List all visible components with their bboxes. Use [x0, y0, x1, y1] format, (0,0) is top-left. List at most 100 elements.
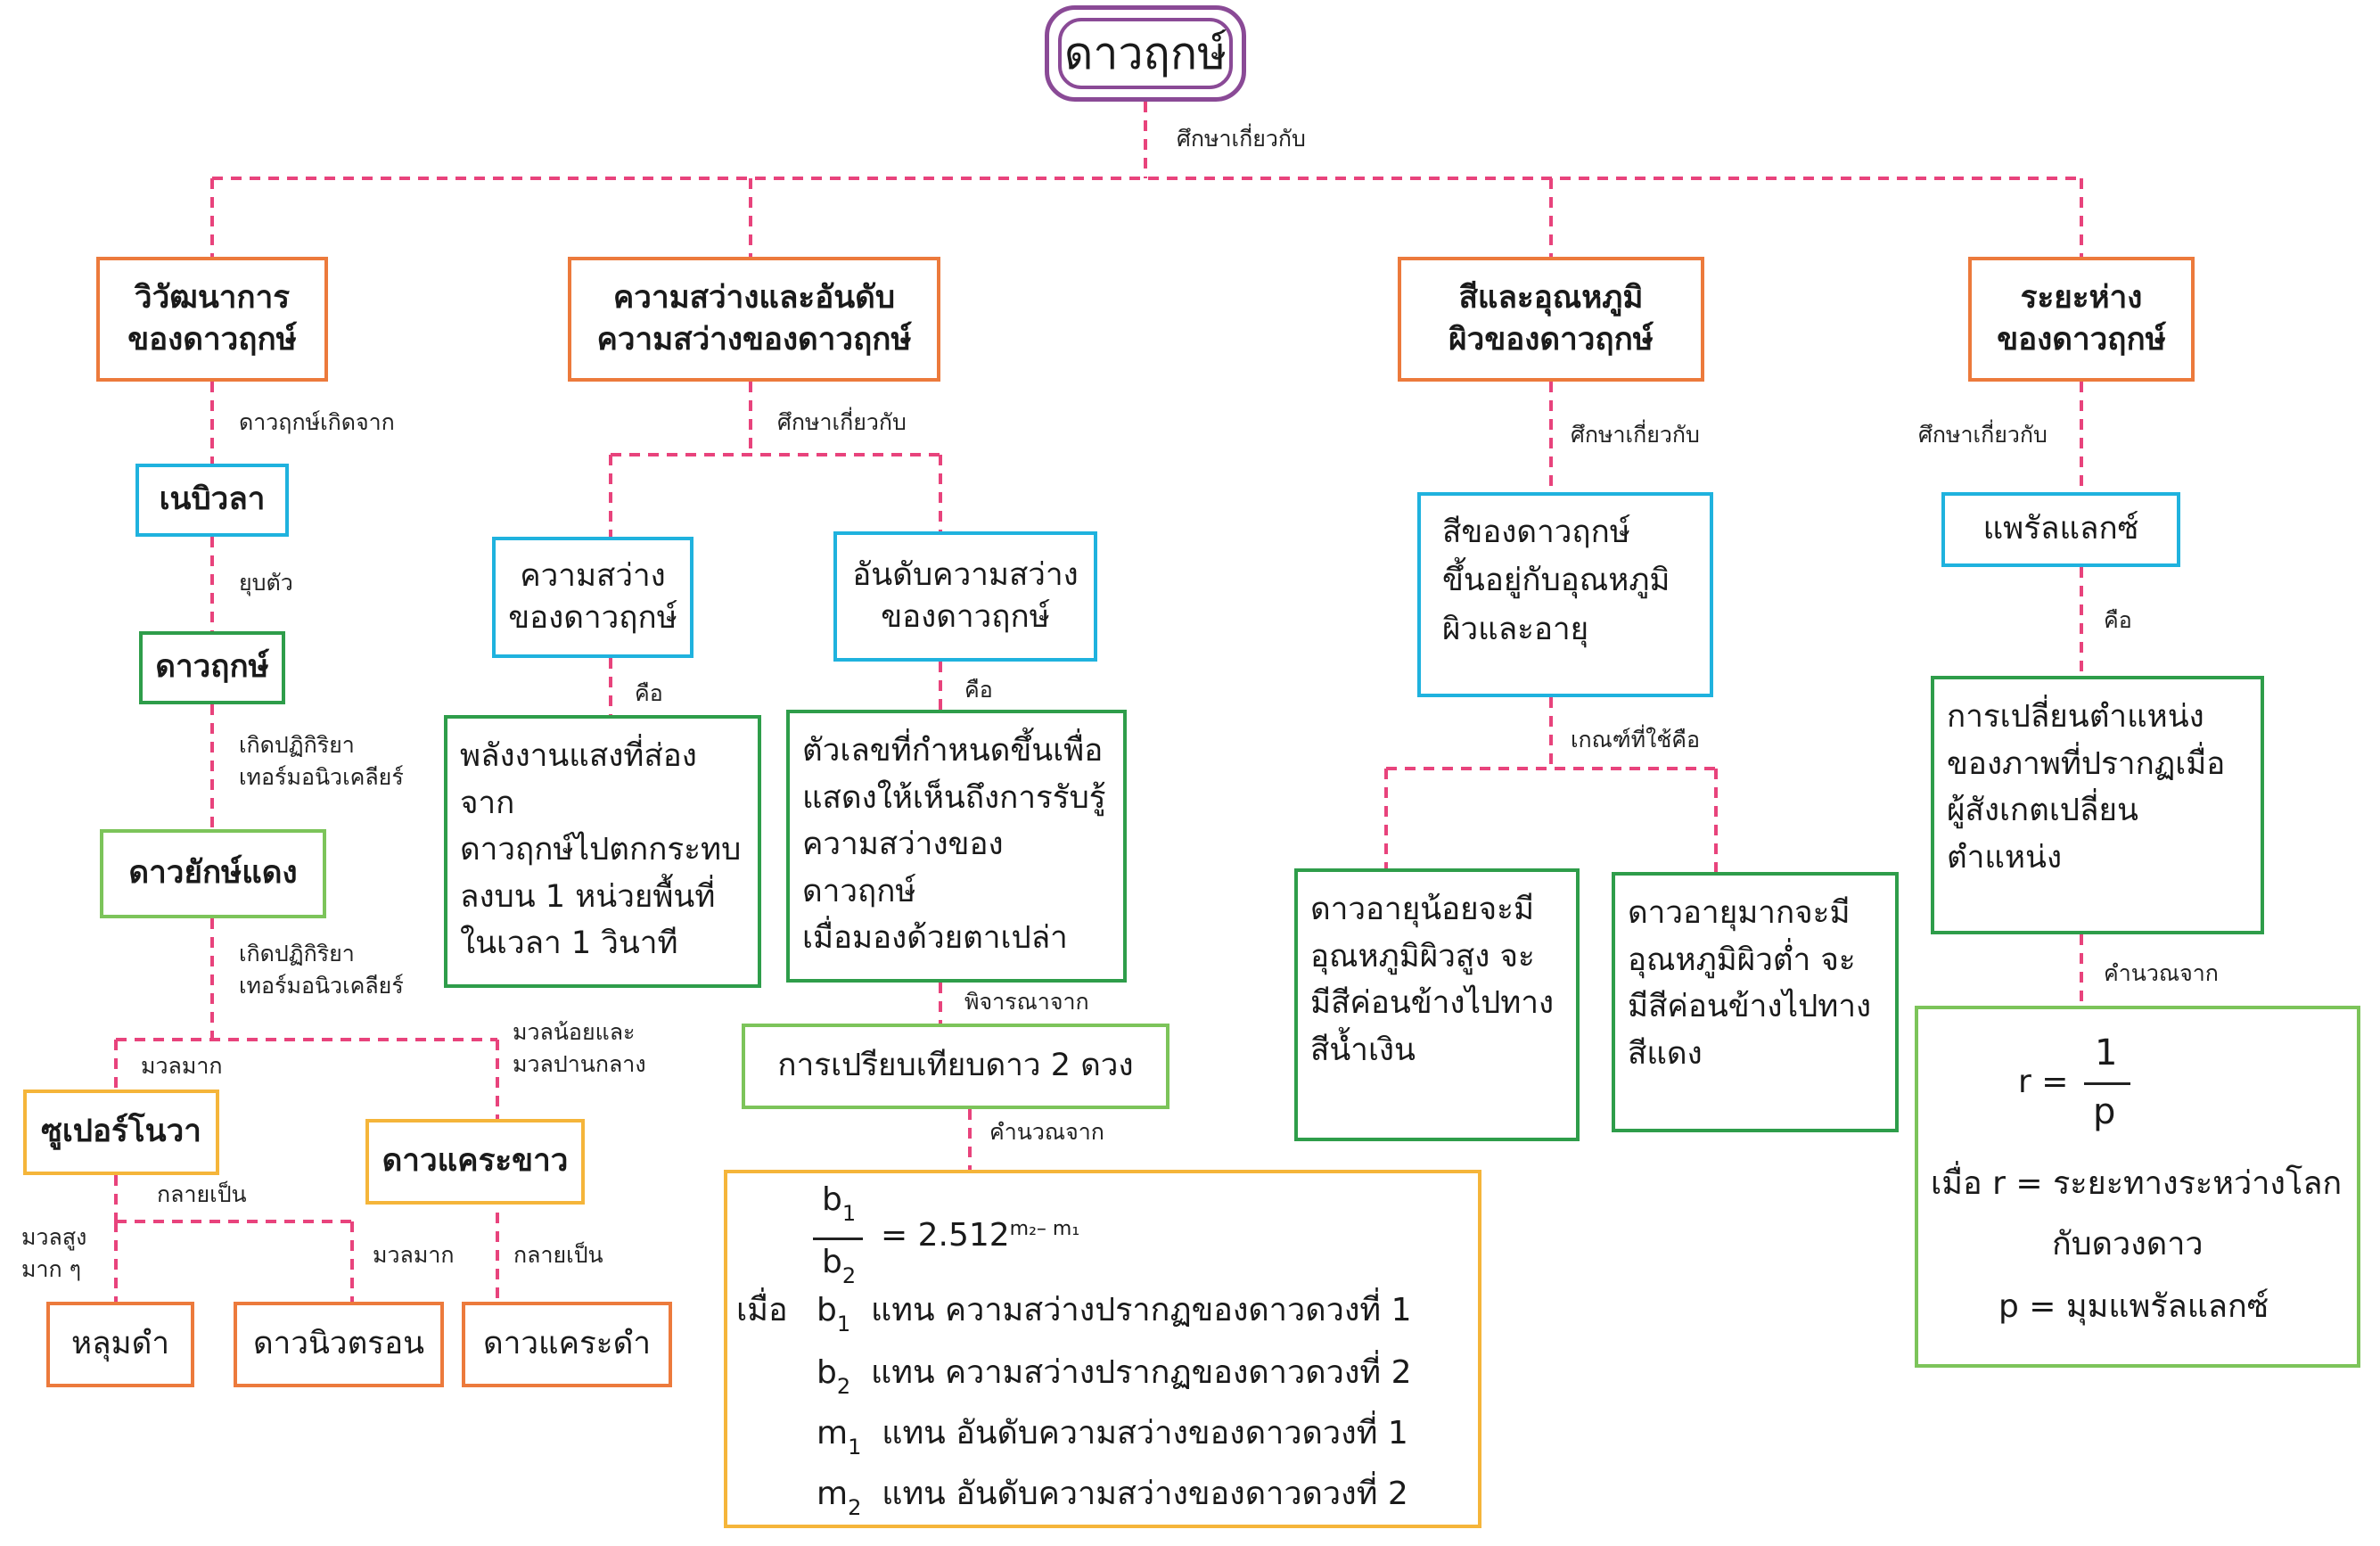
- distance-formula-denominator: p: [2093, 1091, 2116, 1132]
- link-low-mass: มวลน้อยและ มวลปานกลาง: [513, 1016, 646, 1081]
- link-high-mass: มวลมาก: [141, 1053, 223, 1079]
- brightness-header-line: ความสว่างและอันดับ: [612, 279, 896, 316]
- link-becomes-1: กลายเป็น: [157, 1181, 247, 1207]
- white-dwarf-label: ดาวแคระขาว: [382, 1143, 569, 1180]
- distance-link-study: ศึกษาเกี่ยวกับ: [1918, 422, 2048, 448]
- neutron-star-label: ดาวนิวตรอน: [252, 1326, 425, 1362]
- star-label: ดาวฤกษ์: [155, 649, 269, 686]
- old-star-line: มีสีค่อนข้างไปทาง: [1628, 989, 1872, 1024]
- compare-box: การเปรียบเทียบดาว 2 ดวง: [742, 1024, 1169, 1109]
- link-very-high-mass-line: มวลสูง: [21, 1224, 87, 1250]
- parallax-definition-line: ตำแหน่ง: [1947, 839, 2063, 876]
- brightness-box-line: ของดาวฤกษ์: [508, 600, 677, 636]
- color-header-line: ผิวของดาวฤกษ์: [1449, 322, 1654, 358]
- color-depends-box: สีของดาวฤกษ์ ขึ้นอยู่กับอุณหภูมิ ผิวและอ…: [1417, 492, 1713, 697]
- brightness-definition-line: ลงบน 1 หน่วยพื้นที่: [460, 878, 716, 915]
- black-hole-label: หลุมดำ: [71, 1326, 169, 1362]
- young-star-box: ดาวอายุน้อยจะมี อุณหภูมิผิวสูง จะ มีสีค่…: [1294, 868, 1580, 1141]
- parallax-definition-line: ผู้สังเกตเปลี่ยน: [1947, 793, 2138, 828]
- link-fusion-2-line: เทอร์มอนิวเคลียร์: [239, 973, 404, 999]
- distance-formula-line: เมื่อ r = ระยะทางระหว่างโลก: [1931, 1165, 2343, 1202]
- red-giant-label: ดาวยักษ์แดง: [128, 855, 298, 892]
- red-giant-box: ดาวยักษ์แดง: [100, 829, 326, 918]
- magnitude-definition-line: ความสว่างของดาวฤกษ์: [802, 826, 1004, 909]
- parallax-definition-line: ของภาพที่ปรากฏเมื่อ: [1947, 745, 2226, 782]
- brightness-box: ความสว่าง ของดาวฤกษ์: [492, 537, 693, 658]
- color-depends-line: ผิวและอายุ: [1442, 611, 1589, 647]
- distance-formula-box: r = 1 p เมื่อ r = ระยะทางระหว่างโลก กับด…: [1915, 1006, 2360, 1368]
- brightness-link-calc: คำนวณจาก: [989, 1119, 1104, 1145]
- distance-formula-lhs: r =: [2018, 1064, 2069, 1100]
- link-low-mass-line: มวลน้อยและ: [513, 1019, 636, 1045]
- magnitude-link-is: คือ: [964, 677, 993, 703]
- old-star-box: ดาวอายุมากจะมี อุณหภูมิผิวต่ำ จะ มีสีค่อ…: [1612, 872, 1899, 1132]
- formula-rhs: = 2.512m₂– m₁: [881, 1217, 1080, 1254]
- supernova-label: ซูเปอร์โนวา: [41, 1114, 201, 1150]
- formula-row: b2 แทน ความสว่างปรากฏของดาวดวงที่ 2: [817, 1354, 1412, 1399]
- magnitude-definition-line: แสดงให้เห็นถึงการรับรู้: [802, 779, 1106, 816]
- brightness-definition-line: ในเวลา 1 วินาที: [460, 925, 678, 961]
- title-inner-box: ดาวฤกษ์: [1058, 18, 1233, 89]
- link-fusion-1: เกิดปฏิกิริยา เทอร์มอนิวเคลียร์: [239, 729, 404, 794]
- evolution-header-line: วิวัฒนาการ: [134, 279, 291, 316]
- distance-header-line: ระยะห่าง: [2020, 279, 2143, 316]
- brightness-definition-line: พลังงานแสงที่ส่องจาก: [460, 738, 697, 821]
- distance-fraction-bar: [2084, 1082, 2130, 1085]
- brightness-definition-line: ดาวฤกษ์ไปตกกระทบ: [460, 832, 742, 868]
- color-link-criteria: เกณฑ์ที่ใช้คือ: [1571, 727, 1701, 752]
- black-dwarf-label: ดาวแคระดำ: [483, 1326, 651, 1362]
- link-high-mass-2: มวลมาก: [373, 1242, 455, 1268]
- distance-header-line: ของดาวฤกษ์: [1997, 322, 2166, 358]
- brightness-header: ความสว่างและอันดับ ความสว่างของดาวฤกษ์: [568, 257, 940, 382]
- formula-row: m2 แทน อันดับความสว่างของดาวดวงที่ 2: [817, 1476, 1408, 1520]
- link-fusion-1-line: เทอร์มอนิวเคลียร์: [239, 764, 404, 791]
- brightness-box-line: ความสว่าง: [520, 557, 666, 594]
- parallax-box: แพรัลแลกซ์: [1941, 492, 2180, 567]
- evolution-header: วิวัฒนาการ ของดาวฤกษ์: [96, 257, 328, 382]
- magnitude-formula-box: b1 b2 = 2.512m₂– m₁ เมื่อ b1 แทน ความสว่…: [724, 1170, 1481, 1528]
- link-fusion-2-line: เกิดปฏิกิริยา: [239, 941, 355, 966]
- magnitude-box: อันดับความสว่าง ของดาวฤกษ์: [833, 531, 1097, 662]
- neutron-star-box: ดาวนิวตรอน: [234, 1302, 444, 1387]
- link-consider: พิจารณาจาก: [964, 989, 1089, 1015]
- formula-row: b1 แทน ความสว่างปรากฏของดาวดวงที่ 1: [817, 1292, 1412, 1336]
- young-star-line: สีน้ำเงิน: [1310, 1032, 1416, 1068]
- formula-when: เมื่อ: [736, 1292, 788, 1328]
- distance-link-calc: คำนวณจาก: [2104, 960, 2219, 986]
- distance-formula-line: กับดวงดาว: [2052, 1226, 2204, 1262]
- title-box: ดาวฤกษ์: [1045, 5, 1246, 102]
- black-dwarf-box: ดาวแคระดำ: [462, 1302, 672, 1387]
- formula-row: m1 แทน อันดับความสว่างของดาวดวงที่ 1: [817, 1415, 1408, 1460]
- distance-header: ระยะห่าง ของดาวฤกษ์: [1968, 257, 2195, 382]
- parallax-definition-box: การเปลี่ยนตำแหน่ง ของภาพที่ปรากฏเมื่อ ผู…: [1931, 676, 2264, 934]
- young-star-line: มีสีค่อนข้างไปทาง: [1310, 985, 1555, 1021]
- link-collapse: ยุบตัว: [239, 570, 293, 596]
- color-depends-line: ขึ้นอยู่กับอุณหภูมิ: [1442, 563, 1670, 599]
- distance-formula-line: p = มุมแพรัลแลกซ์: [1998, 1288, 2269, 1325]
- color-header-line: สีและอุณหภูมิ: [1458, 279, 1644, 316]
- old-star-line: อุณหภูมิผิวต่ำ จะ: [1628, 942, 1856, 978]
- color-link-study: ศึกษาเกี่ยวกับ: [1571, 422, 1700, 448]
- link-fusion-2: เกิดปฏิกิริยา เทอร์มอนิวเคลียร์: [239, 938, 404, 1003]
- brightness-definition-box: พลังงานแสงที่ส่องจาก ดาวฤกษ์ไปตกกระทบ ลง…: [444, 715, 761, 988]
- parallax-label: แพรัลแลกซ์: [1982, 511, 2139, 547]
- white-dwarf-box: ดาวแคระขาว: [365, 1119, 585, 1205]
- link-becomes-2: กลายเป็น: [513, 1242, 603, 1268]
- link-very-high-mass-line: มาก ๆ: [21, 1256, 82, 1283]
- color-depends-line: สีของดาวฤกษ์: [1442, 514, 1630, 550]
- compare-label: การเปรียบเทียบดาว 2 ดวง: [777, 1048, 1134, 1084]
- young-star-line: ดาวอายุน้อยจะมี: [1310, 892, 1535, 927]
- nebula-box: เนบิวลา: [135, 464, 289, 537]
- root-link-label: ศึกษาเกี่ยวกับ: [1177, 126, 1306, 152]
- brightness-header-line: ความสว่างของดาวฤกษ์: [596, 322, 912, 358]
- magnitude-box-line: อันดับความสว่าง: [852, 556, 1079, 593]
- title-text: ดาวฤกษ์: [1063, 27, 1227, 79]
- black-hole-box: หลุมดำ: [46, 1302, 194, 1387]
- distance-link-is: คือ: [2104, 607, 2132, 633]
- distance-formula-numerator: 1: [2095, 1032, 2118, 1073]
- fraction-bar: [813, 1238, 863, 1240]
- star-box: ดาวฤกษ์: [139, 631, 285, 704]
- fraction-numerator: b1: [822, 1181, 857, 1226]
- young-star-line: อุณหภูมิผิวสูง จะ: [1310, 938, 1535, 974]
